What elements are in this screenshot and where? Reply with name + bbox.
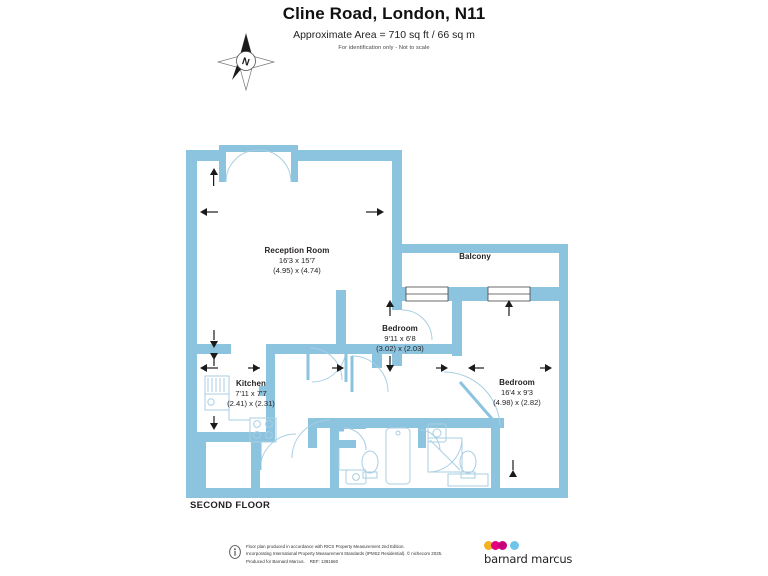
toilet-icon-1 bbox=[361, 450, 379, 479]
brand-dot-3 bbox=[498, 541, 507, 550]
fixture-group bbox=[204, 375, 489, 487]
footer-disclaimer: Floor plan produced in accordance with R… bbox=[246, 543, 456, 565]
room-name: Bedroom bbox=[382, 324, 418, 333]
brand-dot-1 bbox=[484, 541, 493, 550]
svg-text:N: N bbox=[240, 56, 250, 69]
brand-dot-2 bbox=[491, 541, 500, 550]
floor-level-label: SECOND FLOOR bbox=[190, 500, 271, 511]
room-dimension-imperial: 7'11 x 7'7 bbox=[235, 389, 267, 399]
room-name: Bedroom bbox=[499, 378, 535, 387]
footer-line-2: Incorporating International Property Mea… bbox=[246, 551, 406, 557]
door-leaf-group bbox=[258, 348, 502, 470]
room-label-bedroom-2: Bedroom 16'4 x 9'3 (4.98) x (2.82) bbox=[462, 378, 572, 408]
room-name: Reception Room bbox=[264, 246, 330, 255]
room-dimension-metric: (2.41) x (2.31) bbox=[227, 398, 275, 408]
room-dimension-metric: (3.02) x (2.03) bbox=[376, 343, 424, 353]
room-dimension-imperial: 16'4 x 9'3 bbox=[500, 388, 534, 398]
footer-copyright: © nichecom 2025. bbox=[406, 551, 443, 557]
room-dimension-imperial: 16'3 x 15'7 bbox=[278, 256, 316, 266]
toilet-icon-2 bbox=[459, 450, 477, 479]
room-label-kitchen: Kitchen 7'11 x 7'7 (2.41) x (2.31) bbox=[196, 379, 306, 409]
room-label-bedroom-1: Bedroom 9'11 x 6'8 (3.02) x (2.03) bbox=[345, 324, 455, 354]
bathtub-icon bbox=[385, 427, 411, 485]
info-icon bbox=[229, 545, 241, 559]
footer-line-3: Produced for Barnard Marcus. bbox=[246, 558, 305, 564]
identification-note: For identification only - Not to scale bbox=[338, 45, 430, 51]
brand-logo: barnard marcus bbox=[484, 541, 572, 566]
room-name: Balcony bbox=[459, 252, 491, 261]
brand-name: barnard marcus bbox=[484, 552, 573, 566]
page-title: Cline Road, London, N11 bbox=[282, 4, 486, 23]
footer-line-3-wrap: Produced for Barnard Marcus. REF: 138166… bbox=[246, 558, 456, 565]
plan-header: Cline Road, London, N11 Approximate Area… bbox=[0, 0, 768, 51]
room-label-reception: Reception Room 16'3 x 15'7 (4.95) x (4.7… bbox=[232, 246, 362, 276]
room-name: Kitchen bbox=[235, 379, 267, 388]
room-dimension-metric: (4.95) x (4.74) bbox=[273, 265, 321, 275]
basin-icon-2 bbox=[427, 423, 447, 443]
room-dimension-metric: (4.98) x (2.82) bbox=[493, 397, 541, 407]
dimension-arrow-group bbox=[200, 168, 552, 477]
shower-icon bbox=[427, 437, 463, 473]
footer-line-1: Floor plan produced in accordance with R… bbox=[246, 544, 405, 549]
brand-dots bbox=[484, 541, 544, 550]
approximate-area: Approximate Area = 710 sq ft / 66 sq m bbox=[293, 29, 475, 41]
room-label-balcony: Balcony bbox=[430, 252, 520, 262]
wall-group bbox=[186, 145, 568, 498]
kitchen-hob-icon bbox=[249, 417, 277, 443]
room-dimension-imperial: 9'11 x 6'8 bbox=[384, 334, 416, 344]
footer-ref: REF: 1381660 bbox=[309, 558, 339, 564]
footer-line-2-wrap: Incorporating International Property Mea… bbox=[246, 550, 456, 557]
brand-dot-4 bbox=[510, 541, 519, 550]
compass-rose-icon: N bbox=[216, 32, 276, 92]
